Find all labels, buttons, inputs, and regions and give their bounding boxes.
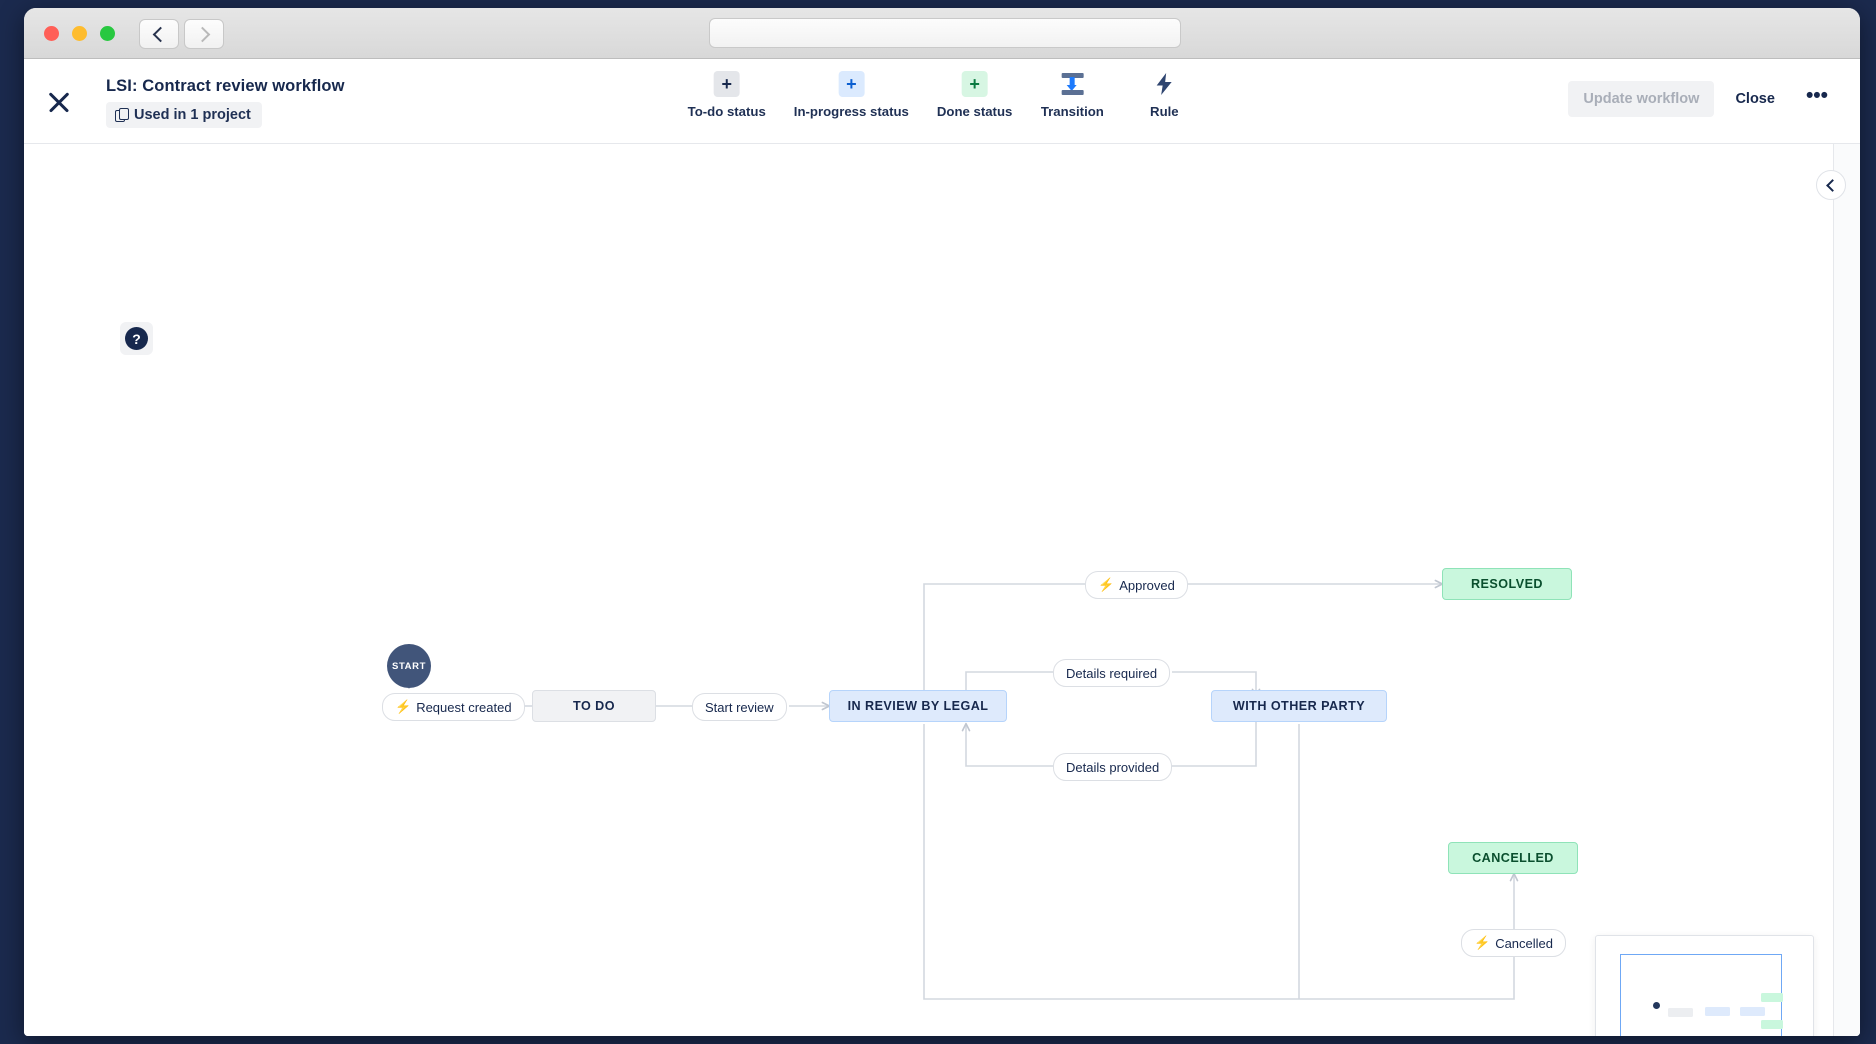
title-block: LSI: Contract review workflow Used in 1 …: [106, 77, 345, 128]
copy-icon: [115, 108, 129, 122]
tool-label: To-do status: [687, 104, 766, 119]
update-workflow-button[interactable]: Update workflow: [1568, 81, 1715, 117]
transition-details-required[interactable]: Details required: [1053, 659, 1171, 687]
tool-in-progress-status[interactable]: + In-progress status: [794, 71, 909, 119]
used-in-projects-chip[interactable]: Used in 1 project: [106, 102, 262, 128]
status-label: WITH OTHER PARTY: [1232, 699, 1366, 713]
transition-icon: [1059, 71, 1085, 97]
minimap-node-in-review: [1705, 1007, 1730, 1016]
traffic-light-close[interactable]: [44, 26, 59, 41]
header-actions: Update workflow Close •••: [1568, 81, 1838, 117]
minimap-node-start: [1653, 1002, 1660, 1009]
tool-label: Rule: [1150, 104, 1179, 119]
transition-label: Request created: [416, 699, 512, 715]
transition-label: Details required: [1066, 665, 1158, 681]
tool-todo-status[interactable]: + To-do status: [688, 71, 766, 119]
minimap-node-with-other-party: [1740, 1007, 1765, 1016]
transition-details-provided[interactable]: Details provided: [1053, 753, 1173, 781]
right-rail: [1833, 144, 1860, 1036]
back-button[interactable]: [139, 19, 179, 49]
plus-icon: +: [961, 71, 988, 97]
plus-icon: +: [713, 71, 740, 97]
help-button[interactable]: ?: [120, 322, 153, 355]
minimap-node-cancelled: [1761, 1020, 1783, 1029]
chevron-left-icon: [152, 26, 169, 42]
status-label: IN REVIEW BY LEGAL: [847, 699, 989, 713]
tool-label: In-progress status: [793, 104, 909, 119]
used-in-projects-label: Used in 1 project: [134, 107, 251, 123]
transition-request-created[interactable]: ⚡ Request created: [382, 693, 525, 721]
chevron-right-icon: [194, 26, 211, 42]
minimap-node-resolved: [1761, 993, 1783, 1002]
tool-label: Done status: [936, 104, 1013, 119]
more-actions-button[interactable]: •••: [1796, 83, 1838, 116]
transition-label: Cancelled: [1495, 935, 1554, 951]
status-node-to-do[interactable]: TO DO: [532, 690, 656, 722]
status-node-cancelled[interactable]: CANCELLED: [1448, 842, 1578, 874]
status-label: TO DO: [573, 699, 615, 713]
close-button[interactable]: Close: [1722, 81, 1788, 117]
transition-label: Start review: [705, 699, 774, 715]
edge-layer: [408, 579, 1519, 1000]
lightning-bolt-icon: ⚡: [1474, 935, 1491, 950]
url-input[interactable]: [709, 18, 1181, 48]
transition-start-review[interactable]: Start review: [692, 693, 787, 721]
traffic-light-minimize[interactable]: [72, 26, 87, 41]
plus-icon: +: [838, 71, 865, 97]
minimap[interactable]: [1595, 935, 1814, 1036]
browser-chrome: [24, 8, 1860, 59]
status-label: RESOLVED: [1471, 577, 1543, 591]
lightning-bolt-icon: ⚡: [395, 699, 412, 714]
transition-cancelled[interactable]: ⚡ Cancelled: [1461, 929, 1567, 957]
browser-window: LSI: Contract review workflow Used in 1 …: [24, 8, 1860, 1036]
transition-approved[interactable]: ⚡ Approved: [1085, 571, 1188, 599]
status-label: CANCELLED: [1472, 851, 1554, 865]
forward-button[interactable]: [184, 19, 224, 49]
status-node-start[interactable]: START: [387, 644, 431, 688]
toolbar: + To-do status + In-progress status + Do…: [688, 71, 1197, 119]
app-header: LSI: Contract review workflow Used in 1 …: [24, 59, 1860, 144]
minimap-viewport[interactable]: [1620, 954, 1782, 1036]
status-label: START: [392, 660, 426, 672]
minimap-node-to-do: [1668, 1008, 1693, 1017]
tool-label: Transition: [1040, 104, 1104, 119]
lightning-bolt-icon: [1151, 71, 1177, 97]
lightning-bolt-icon: ⚡: [1098, 577, 1115, 592]
close-icon[interactable]: [46, 89, 72, 115]
tool-rule[interactable]: Rule: [1132, 71, 1196, 119]
question-mark-icon: ?: [125, 327, 148, 350]
transition-label: Details provided: [1066, 759, 1160, 775]
status-node-in-review-by-legal[interactable]: IN REVIEW BY LEGAL: [829, 690, 1007, 722]
status-node-resolved[interactable]: RESOLVED: [1442, 568, 1572, 600]
collapse-panel-button[interactable]: [1816, 170, 1846, 200]
transition-label: Approved: [1119, 577, 1175, 593]
tool-done-status[interactable]: + Done status: [937, 71, 1012, 119]
tool-transition[interactable]: Transition: [1040, 71, 1104, 119]
status-node-with-other-party[interactable]: WITH OTHER PARTY: [1211, 690, 1387, 722]
chevron-left-icon: [1825, 178, 1839, 192]
workflow-canvas[interactable]: ?: [24, 144, 1860, 1036]
page-title: LSI: Contract review workflow: [106, 77, 345, 95]
traffic-light-zoom[interactable]: [100, 26, 115, 41]
